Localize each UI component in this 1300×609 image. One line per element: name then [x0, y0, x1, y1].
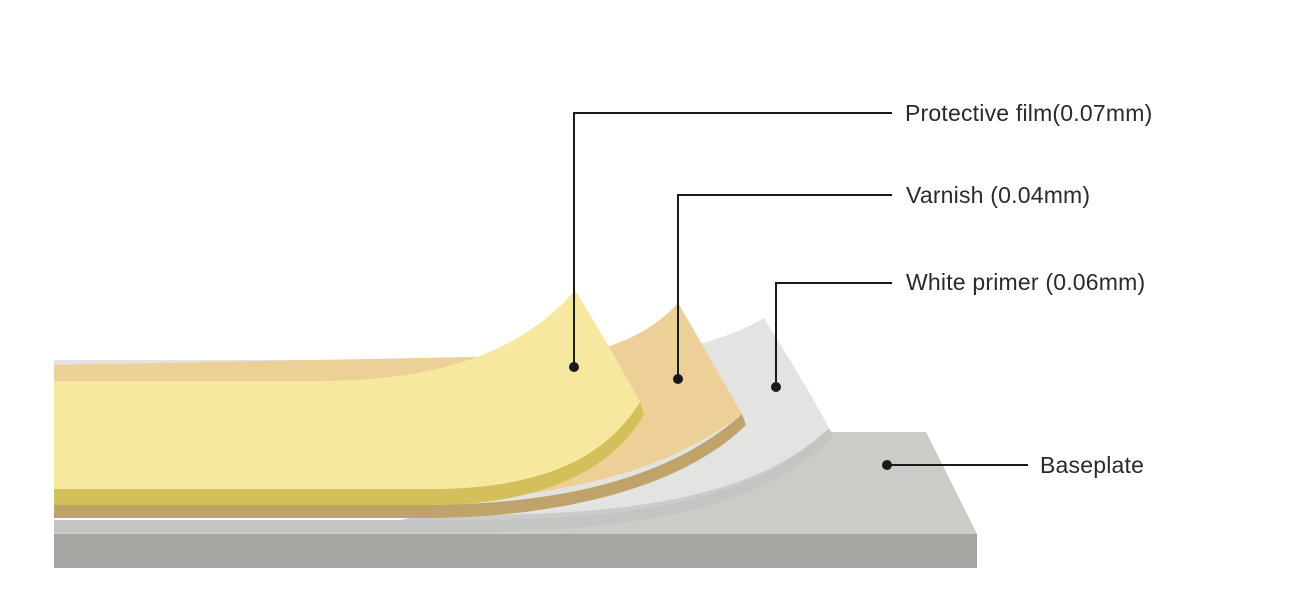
- callout-white-primer: White primer (0.06mm): [771, 269, 1145, 392]
- callout-baseplate: Baseplate: [882, 452, 1144, 478]
- protective-film-layer: [54, 290, 644, 505]
- varnish-marker-dot: [673, 374, 683, 384]
- white-primer-leader-line: [775, 282, 892, 387]
- protective-film-top-face: [54, 290, 640, 489]
- varnish-label: Varnish (0.04mm): [906, 182, 1090, 208]
- callout-protective-film: Protective film(0.07mm): [569, 100, 1152, 372]
- white-primer-marker-dot: [771, 382, 781, 392]
- varnish-edge: [54, 414, 746, 518]
- protective-film-marker-dot: [569, 362, 579, 372]
- white-primer-label: White primer (0.06mm): [906, 269, 1145, 295]
- protective-film-edge: [54, 402, 644, 505]
- baseplate-label: Baseplate: [1040, 452, 1144, 478]
- protective-film-label: Protective film(0.07mm): [905, 100, 1152, 126]
- baseplate-marker-dot: [882, 460, 892, 470]
- callout-varnish: Varnish (0.04mm): [673, 182, 1090, 384]
- protective-film-leader-line: [573, 112, 892, 367]
- white-primer-edge: [54, 428, 833, 532]
- baseplate-front-face: [54, 534, 977, 568]
- varnish-leader-line: [677, 194, 892, 379]
